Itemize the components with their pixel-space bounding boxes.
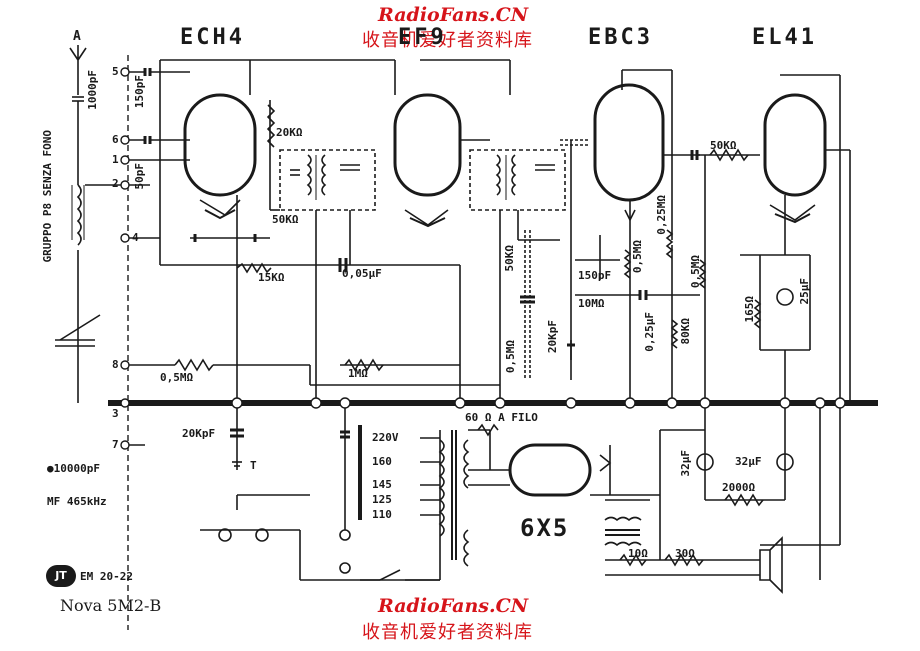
terminal-2: 2 <box>112 177 119 190</box>
res-20k: 20KΩ <box>276 126 303 139</box>
res-50k-b: 50KΩ <box>503 245 516 272</box>
model-caption: Nova 5M2-B <box>60 596 162 615</box>
res-10m: 10MΩ <box>578 297 605 310</box>
note-mf: MF 465kHz <box>47 495 107 508</box>
tube-label-ef9: EF9 <box>398 25 447 50</box>
ground-label: T <box>250 459 257 472</box>
res-1m: 1MΩ <box>348 367 368 380</box>
tube-label-el41: EL41 <box>752 25 817 50</box>
watermark-top: RadioFans.CN <box>378 4 529 26</box>
watermark-bottom: RadioFans.CN <box>378 595 529 617</box>
watermark-top-cn: 收音机爱好者资料库 <box>362 30 533 51</box>
terminal-4: 4 <box>132 231 139 244</box>
terminal-7: 7 <box>112 438 119 451</box>
cap-025: 0,25μF <box>643 312 656 352</box>
tap-220v: 220V <box>372 431 399 444</box>
cap-ant: 1000pF <box>86 70 99 110</box>
line-label: 60 Ω A FILO <box>465 411 538 424</box>
group-label: GRUPPO P8 SENZA FONO <box>41 130 54 263</box>
res-2000: 2000Ω <box>722 481 756 494</box>
antenna-label: A <box>73 29 81 44</box>
cap-20kpf: 20KpF <box>182 427 216 440</box>
res-165: 165Ω <box>743 296 756 323</box>
tube-label-ebc3: EBC3 <box>588 25 653 50</box>
res-80k: 80KΩ <box>679 318 692 345</box>
res-05m-a: 0,5MΩ <box>160 371 194 384</box>
logo-code: EM 20-22 <box>80 570 133 583</box>
cap-32uf-b: 32μF <box>735 455 762 468</box>
note-10000pf: ●10000pF <box>47 462 100 475</box>
tube-label-ech4: ECH4 <box>180 25 245 50</box>
res-05m-b: 0,5MΩ <box>504 340 517 374</box>
terminal-6: 6 <box>112 133 119 146</box>
res-05m-c: 0,5MΩ <box>631 240 644 274</box>
tap-145: 145 <box>372 478 392 491</box>
cap-005: 0,05μF <box>342 267 382 280</box>
junction-nodes <box>120 67 846 450</box>
terminal-5: 5 <box>112 65 119 78</box>
res-30: 30Ω <box>675 547 695 560</box>
res-025m-a: 0,25MΩ <box>655 195 668 235</box>
cap-50pf: 50pF <box>133 163 146 190</box>
wiring <box>55 45 878 630</box>
cap-150pf: 150pF <box>133 75 146 109</box>
terminal-8: 8 <box>112 358 119 371</box>
watermark-bottom-cn: 收音机爱好者资料库 <box>362 622 533 643</box>
res-05m-d: 0,5MΩ <box>689 255 702 289</box>
terminal-1: 1 <box>112 153 119 166</box>
tap-125: 125 <box>372 493 392 506</box>
res-10: 10Ω <box>628 547 648 560</box>
res-15k: 15KΩ <box>258 271 285 284</box>
tube-label-6x5: 6X5 <box>520 514 570 542</box>
cap-25uf: 25μF <box>798 278 811 305</box>
terminal-3: 3 <box>112 407 119 420</box>
cap-32uf-a: 32μF <box>679 450 692 477</box>
cap-150pf-b: 150pF <box>578 269 612 282</box>
cap-20pf: 20KpF <box>546 320 559 354</box>
res-50k-c: 50KΩ <box>710 139 737 152</box>
tap-160: 160 <box>372 455 392 468</box>
maker-logo-badge: JT <box>46 565 76 587</box>
tap-110: 110 <box>372 508 392 521</box>
res-50k-a: 50KΩ <box>272 213 299 226</box>
